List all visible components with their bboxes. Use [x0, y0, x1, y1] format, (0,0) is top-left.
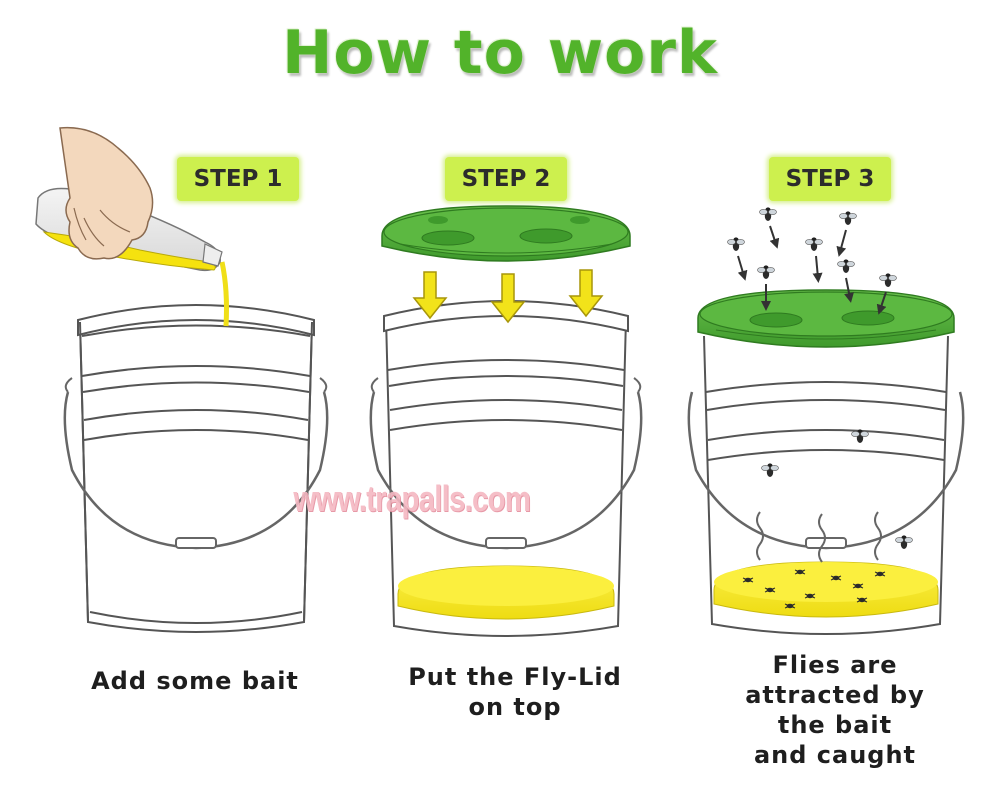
- step-2-badge: STEP 2: [445, 157, 567, 201]
- bait-stream-icon: [219, 261, 229, 327]
- fly-lid-on-bucket-icon: [697, 289, 955, 348]
- step-2-caption-line-2: on top: [468, 693, 562, 721]
- bait-scent-icon: [756, 511, 882, 563]
- bait-layer-2: [397, 565, 615, 620]
- bait-layer-3: [713, 561, 939, 618]
- hand-pouring-bottle-icon: [35, 126, 223, 272]
- fly-lid-icon: [381, 205, 631, 262]
- bucket-1-icon: [63, 304, 329, 633]
- watermark: www.trapalls.com: [293, 478, 531, 519]
- down-arrow-icon: [412, 269, 604, 324]
- step-3-caption-line-3: the bait: [777, 711, 893, 739]
- step-3-badge: STEP 3: [769, 157, 891, 201]
- step-3-caption-line-1: Flies are: [772, 651, 898, 679]
- step-3-caption-line-2: attracted by: [745, 681, 925, 709]
- step-1-caption: Add some bait: [60, 666, 330, 696]
- step-3-caption: Flies are attracted by the bait and caug…: [700, 650, 970, 770]
- step-1-caption-line-1: Add some bait: [91, 667, 299, 695]
- bucket-3-icon: [687, 335, 965, 635]
- page-title: How to work: [282, 18, 718, 88]
- step-2-caption-line-1: Put the Fly-Lid: [408, 663, 622, 691]
- step-2-caption: Put the Fly-Lid on top: [380, 662, 650, 722]
- step-3-caption-line-4: and caught: [753, 741, 917, 769]
- incoming-flies: [727, 207, 897, 315]
- step-1-badge: STEP 1: [177, 157, 299, 201]
